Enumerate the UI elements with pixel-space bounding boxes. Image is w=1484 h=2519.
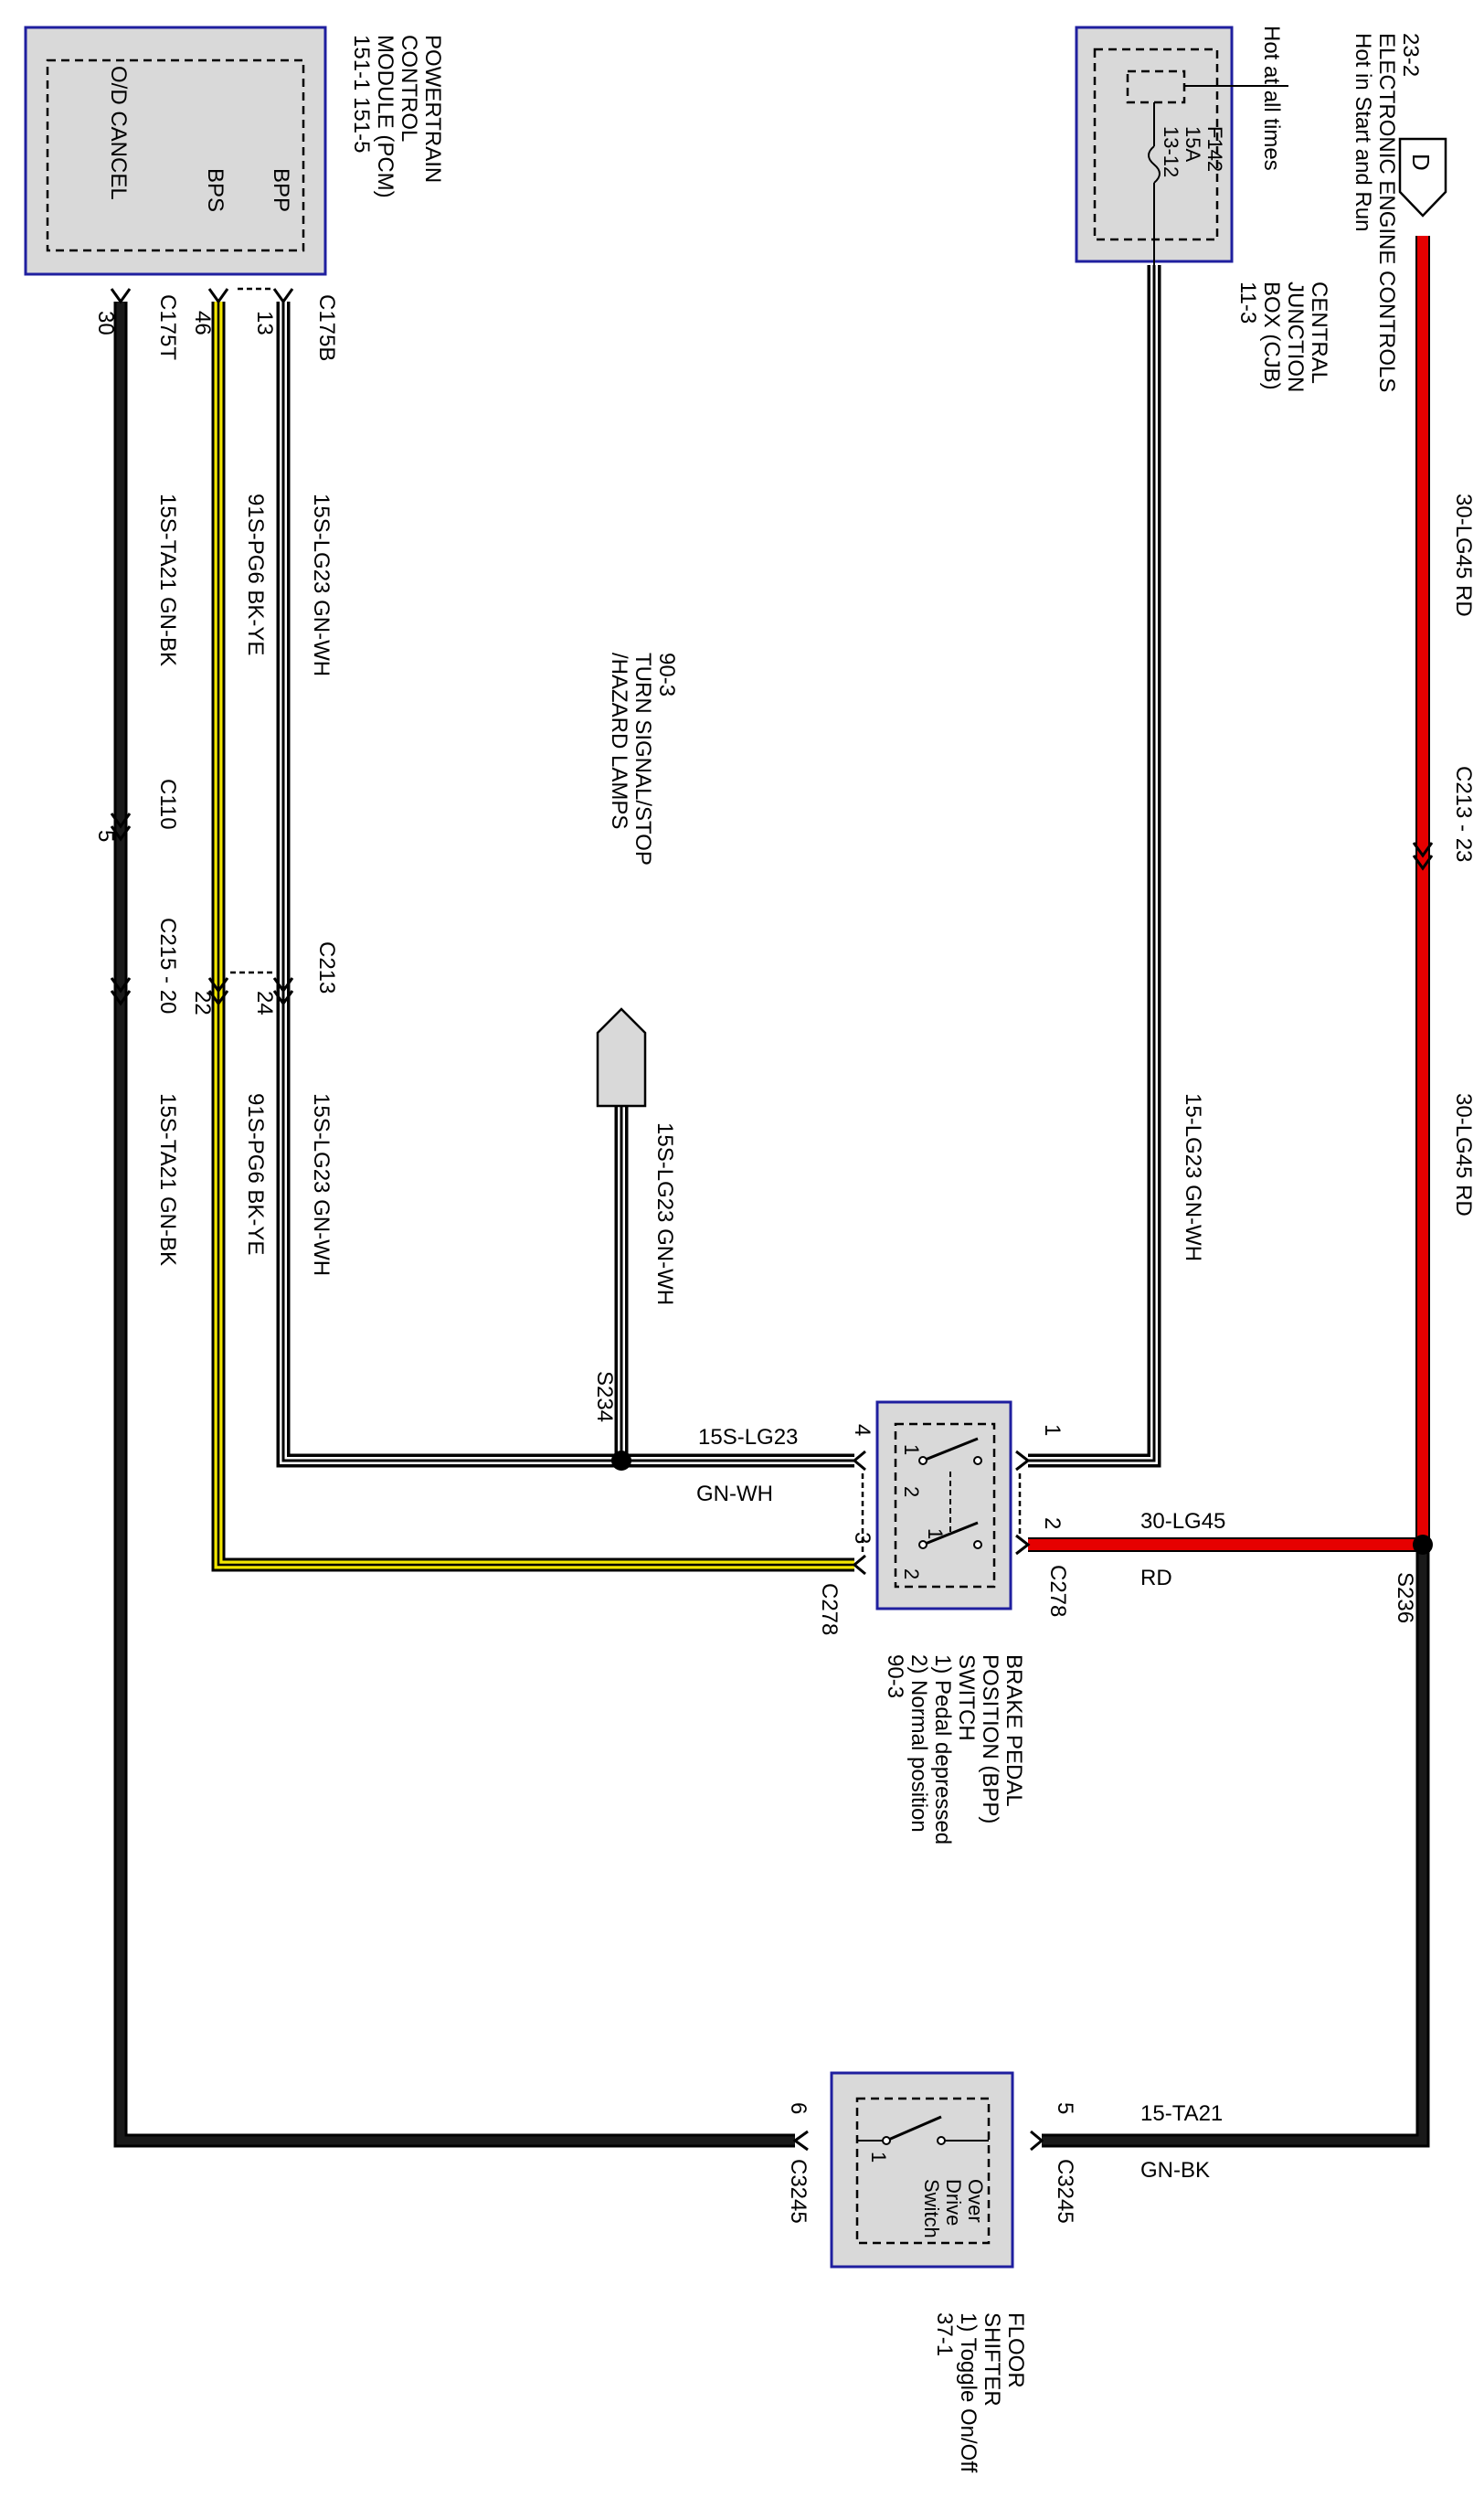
turn-signal-reference: 90-3 TURN SIGNAL/STOP /HAZARD LAMPS 15S-… [592, 653, 679, 1471]
floor-shifter: 1 Over Drive Switch 6 5 C3245 C3245 FLOO… [786, 2071, 1223, 2473]
floor-shifter-contact: 1 [867, 2152, 890, 2163]
wire-shifter-output [1042, 1545, 1430, 2148]
connector-c3245-bot: C3245 [786, 2159, 811, 2224]
turn-signal-title-1: 90-3 [654, 653, 679, 696]
pin-46: 46 [190, 311, 215, 335]
pin-30: 30 [93, 311, 118, 335]
bpp-contact-1a: 1 [900, 1444, 923, 1455]
wire-label-w12-id: 30-LG45 [1140, 1509, 1225, 1534]
cjb-title-1: CENTRAL [1307, 282, 1331, 384]
pin-c213-24: 24 [252, 991, 277, 1015]
bpp-contact-2a: 2 [900, 1486, 923, 1497]
turn-signal-title-3: /HAZARD LAMPS [607, 653, 631, 829]
fs-title-3: 1) Toggle On/Off [956, 2312, 980, 2473]
wire-label-w12-color: RD [1140, 1566, 1172, 1590]
wire-bps [211, 302, 854, 1572]
wire-label-w10: 30-LG45 RD [1451, 1093, 1476, 1217]
cjb-fuse-1: F142 [1203, 126, 1226, 172]
bpp-pin-4: 4 [850, 1424, 874, 1436]
pcm-pin-bps: BPS [203, 168, 228, 212]
wire-label-w2: 91S-PG6 BK-YE [243, 494, 268, 655]
bpp-title-2: POSITION (BPP) [978, 1654, 1002, 1823]
connector-c175b: C175B [314, 294, 339, 361]
central-junction-box: F142 15A 13-12 Hot at all times CENTRAL … [1075, 26, 1331, 1261]
bpp-contact-2b: 2 [900, 1568, 923, 1579]
wire-label-w13-color: GN-BK [1140, 2158, 1210, 2183]
wire-label-w13-id: 15-TA21 [1140, 2101, 1223, 2126]
wire-label-w4: 15S-TA21 GN-BK [155, 1093, 180, 1266]
floor-shifter-switch-1: Over [964, 2179, 987, 2223]
bpp-title-6: 90-3 [883, 1654, 907, 1698]
connector-c213-23: C213 - 23 [1451, 766, 1476, 862]
pcm-title-2: CONTROL [397, 35, 421, 142]
wire-label-w9: 30-LG45 RD [1451, 494, 1476, 617]
bpp-title-5: 2) Normal position [906, 1654, 931, 1833]
cjb-fuse-3: 13-12 [1160, 126, 1182, 177]
wire-power-red [1028, 236, 1430, 1552]
connector-c278-top: C278 [1045, 1565, 1070, 1617]
wire-label-w5: 91S-PG6 BK-YE [243, 1093, 268, 1255]
electronic-engine-controls: D 23-2 ELECTRONIC ENGINE CONTROLS Hot in… [1351, 33, 1476, 1623]
fs-pin-6: 6 [786, 2102, 811, 2114]
pcm-title-1: POWERTRAIN [420, 35, 445, 183]
floor-shifter-switch-2: Drive [942, 2179, 965, 2226]
pcm-pin-od-cancel: O/D CANCEL [106, 66, 131, 200]
wire-label-w6: 15S-LG23 GN-WH [309, 1093, 334, 1276]
splice-s236: S236 [1393, 1572, 1417, 1623]
bpp-contact-1b: 1 [924, 1528, 947, 1539]
pcm-title-3: MODULE (PCM) [373, 35, 398, 198]
pcm-title-4: 151-1 151-5 [349, 35, 374, 153]
wire-bpp [276, 302, 854, 1468]
c110-connector: C110 5 [93, 779, 180, 842]
connector-c213: C213 [314, 941, 339, 994]
ecc-ref: 23-2 [1398, 33, 1423, 77]
wire-label-w11-color: GN-WH [696, 1482, 773, 1506]
wire-label-w8: 15-LG23 GN-WH [1181, 1093, 1205, 1261]
bpp-title-4: 1) Pedal depressed [930, 1654, 955, 1844]
pin-c110-5: 5 [93, 830, 118, 842]
cjb-title-4: 11-3 [1235, 282, 1260, 324]
wire-label-w1: 15S-TA21 GN-BK [155, 494, 180, 666]
cjb-title-3: BOX (CJB) [1259, 282, 1284, 390]
pcm-pin-bpp: BPP [269, 168, 293, 212]
splice-s234: S234 [592, 1371, 617, 1422]
ecc-title-2: Hot in Start and Run [1351, 33, 1375, 231]
bpp-title-1: BRAKE PEDAL [1002, 1654, 1026, 1807]
ecc-connector-letter: D [1407, 154, 1435, 171]
ecc-title-1: ELECTRONIC ENGINE CONTROLS [1374, 33, 1399, 392]
pin-c215-22: 22 [190, 991, 215, 1015]
bpp-pin-3: 3 [850, 1532, 874, 1544]
connector-c278-bot: C278 [817, 1583, 842, 1635]
connector-c3245-top: C3245 [1053, 2159, 1077, 2224]
floor-shifter-switch-3: Switch [920, 2179, 943, 2238]
bpp-title-3: SWITCH [954, 1654, 979, 1741]
c215-c213-connectors: C215 - 20 22 24 C213 [110, 918, 339, 1015]
fs-title-2: SHIFTER [980, 2312, 1004, 2407]
wire-od-cancel [113, 302, 795, 2148]
cjb-fuse-2: 15A [1182, 126, 1204, 162]
bpp-pin-2: 2 [1040, 1517, 1065, 1529]
pcm-module: BPP BPS O/D CANCEL POWERTRAIN CONTROL MO… [24, 26, 445, 304]
fs-title-1: FLOOR [1003, 2312, 1028, 2388]
wire-label-w11-id: 15S-LG23 [698, 1425, 798, 1450]
turn-signal-title-2: TURN SIGNAL/STOP [631, 653, 655, 866]
cjb-note: Hot at all times [1259, 26, 1284, 171]
wire-cjb-feed [1028, 265, 1161, 1468]
connector-c215: C215 - 20 [155, 918, 180, 1014]
connector-c175t: C175T [155, 294, 180, 360]
bpp-switch: 1 2 1 2 4 3 1 2 C278 C278 BRAKE PEDAL PO… [696, 1400, 1225, 1844]
bpp-pin-1: 1 [1040, 1424, 1065, 1436]
pin-13: 13 [252, 311, 277, 335]
cjb-title-2: JUNCTION [1283, 282, 1308, 392]
fs-pin-5: 5 [1053, 2102, 1077, 2114]
wire-label-w3: 15S-LG23 GN-WH [309, 494, 334, 676]
connector-c110: C110 [155, 779, 180, 830]
wire-label-w7: 15S-LG23 GN-WH [652, 1122, 677, 1305]
fs-title-4: 37-1 [932, 2312, 957, 2356]
